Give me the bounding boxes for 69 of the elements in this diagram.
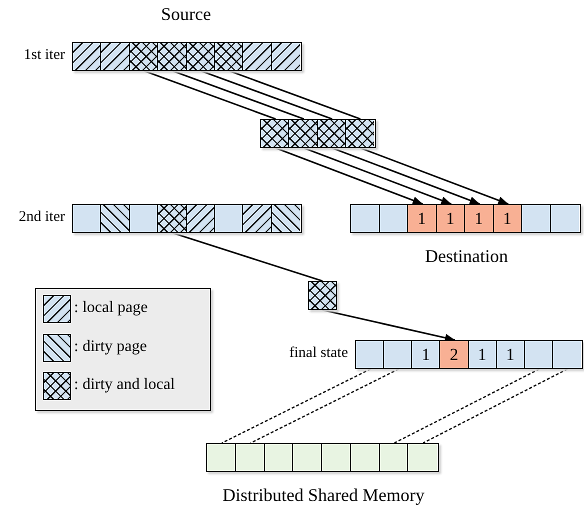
page-cell	[186, 43, 215, 70]
page-cell	[524, 341, 553, 368]
page-cell	[130, 205, 158, 232]
legend-text: : dirty and local	[74, 376, 175, 394]
page-cell	[308, 281, 337, 310]
page-cell	[243, 43, 272, 70]
page-cell	[101, 43, 130, 70]
page-cell	[243, 205, 272, 232]
connector-line	[172, 232, 323, 282]
arrow	[304, 147, 452, 205]
page-cell	[351, 205, 380, 232]
legend-text: : dirty page	[74, 338, 147, 356]
row-label: Destination	[424, 246, 509, 267]
page-cell	[289, 120, 318, 147]
page-cell	[384, 341, 412, 368]
page-cell	[322, 444, 351, 471]
page-cell	[552, 341, 581, 368]
page-cell	[101, 205, 130, 232]
row-label: 1st iter	[24, 47, 65, 64]
page-cell	[130, 43, 158, 70]
page-cell: 1	[465, 205, 494, 232]
page-cell: 1	[436, 205, 465, 232]
page-cell	[261, 120, 290, 147]
page-cell	[550, 205, 579, 232]
arrow	[275, 147, 424, 205]
page-cell	[318, 120, 346, 147]
page-cell	[350, 444, 380, 471]
dashed-line	[422, 368, 568, 444]
page-cell	[522, 205, 550, 232]
page-cell	[272, 43, 300, 70]
row-label: Distributed Shared Memory	[222, 485, 426, 506]
connector-line	[144, 70, 276, 120]
page-cell	[158, 205, 186, 232]
page-cell: 1	[496, 341, 525, 368]
dashed-line	[394, 368, 540, 444]
page-cell	[293, 444, 322, 471]
connector-line	[200, 70, 332, 120]
dashed-line	[222, 368, 371, 444]
page-cell	[186, 205, 215, 232]
page-cell: 1	[494, 205, 522, 232]
page-cell	[356, 341, 384, 368]
page-cell	[214, 43, 244, 70]
row-label: final state	[289, 345, 348, 362]
arrow	[322, 309, 456, 342]
page-cell	[73, 43, 102, 70]
page-cell	[207, 444, 236, 471]
page-cell: 1	[408, 205, 436, 232]
page-cell	[408, 444, 437, 471]
page-cell	[380, 444, 408, 471]
legend-text: : local page	[74, 299, 148, 317]
row-label: 2nd iter	[18, 209, 65, 226]
heading-label: Source	[161, 4, 211, 25]
connector-line	[229, 70, 361, 120]
page-cell: 1	[468, 341, 497, 368]
dashed-line	[250, 368, 399, 444]
connector-line	[172, 70, 304, 120]
page-cell: 2	[440, 341, 468, 368]
page-cell	[214, 205, 244, 232]
page-cell	[236, 444, 264, 471]
page-cell: 1	[412, 341, 440, 368]
page-cell	[264, 444, 294, 471]
page-cell	[346, 120, 374, 147]
arrow	[332, 147, 480, 205]
page-cell	[73, 205, 102, 232]
page-cell	[380, 205, 408, 232]
page-cell	[158, 43, 186, 70]
page-cell	[272, 205, 300, 232]
page-row	[260, 119, 376, 148]
arrow	[360, 147, 509, 205]
